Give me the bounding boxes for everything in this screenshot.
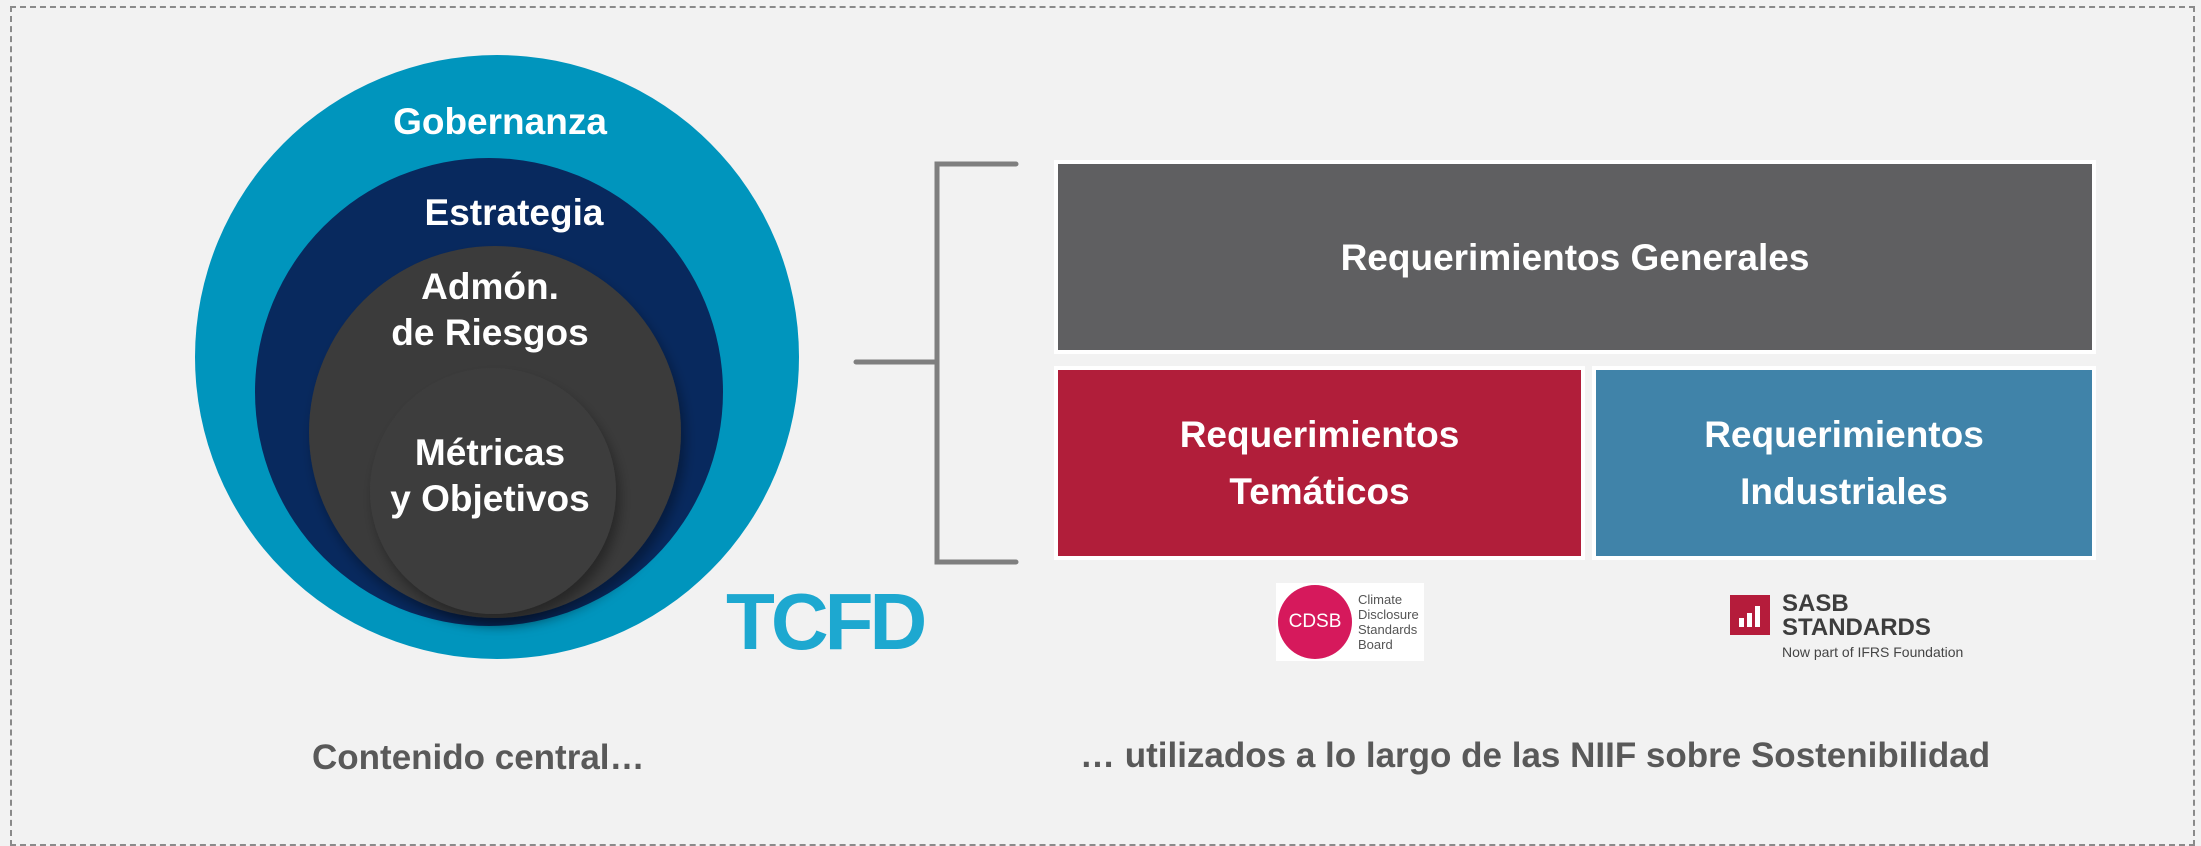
bracket-line — [853, 161, 1019, 565]
bar-chart-icon — [1739, 606, 1760, 627]
cdsb-logo: CDSB Climate Disclosure Standards Board — [1276, 583, 1424, 661]
risk-label-line2: de Riesgos — [391, 312, 589, 353]
general-requirements-label: Requerimientos Generales — [1340, 236, 1810, 278]
governance-label: Gobernanza — [393, 101, 607, 142]
metrics-label-line2: y Objetivos — [390, 478, 590, 519]
bracket-connector — [853, 161, 1019, 565]
tcfd-core-circles — [195, 55, 799, 659]
metrics-label-line1: Métricas — [414, 432, 566, 473]
general-requirements-box: Requerimientos Generales — [1054, 160, 2096, 354]
industrial-requirements-box: Requerimientos Industriales — [1592, 366, 2096, 560]
metrics-circle — [370, 368, 616, 614]
right-caption: … utilizados a lo largo de las NIIF sobr… — [1080, 736, 1991, 775]
risk-label: Admón. de Riesgos — [370, 264, 610, 356]
cdsb-circle: CDSB — [1278, 585, 1352, 659]
tcfd-logo: TCFD — [726, 577, 927, 666]
strategy-label: Estrategia — [424, 192, 604, 233]
risk-label-line1: Admón. — [421, 266, 559, 307]
sasb-subtitle: Now part of IFRS Foundation — [1782, 644, 1964, 660]
cdsb-text: Climate Disclosure Standards Board — [1358, 592, 1419, 652]
left-caption: Contenido central… — [312, 738, 645, 777]
thematic-requirements-box: Requerimientos Temáticos — [1054, 366, 1585, 560]
sasb-bars-icon — [1730, 595, 1770, 635]
industrial-requirements-label: Requerimientos Industriales — [1704, 414, 1984, 512]
metrics-label: Métricas y Objetivos — [370, 430, 610, 522]
thematic-requirements-label: Requerimientos Temáticos — [1179, 414, 1460, 512]
sasb-name: SASB STANDARDS — [1782, 590, 1931, 641]
